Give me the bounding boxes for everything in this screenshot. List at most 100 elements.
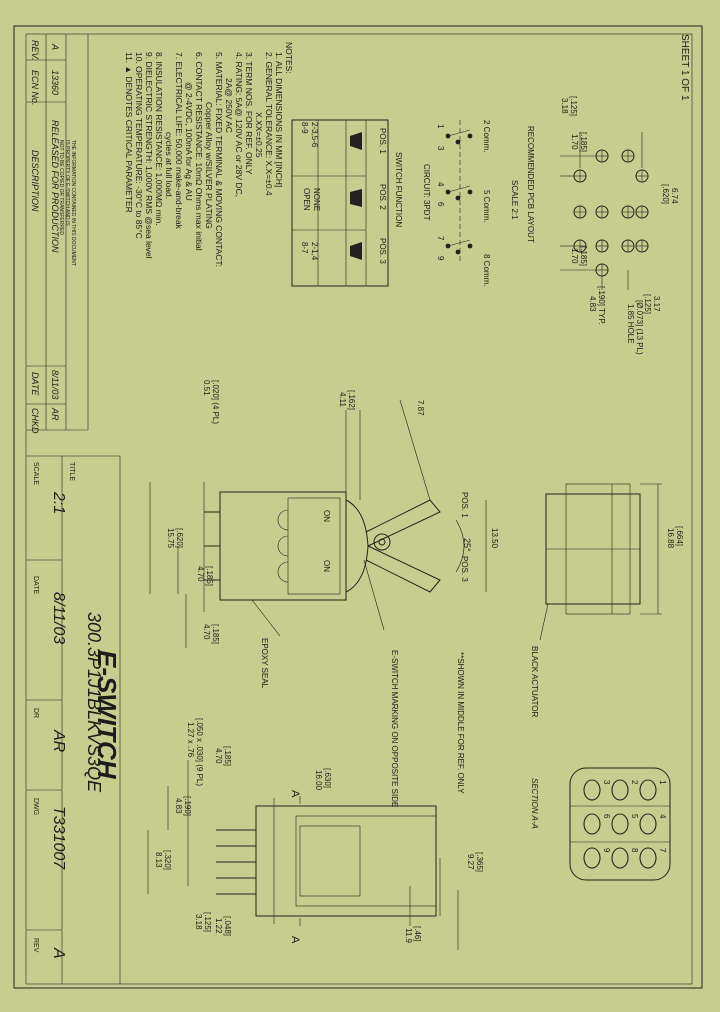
actuator-label: BLACK ACTUATOR	[530, 646, 539, 718]
dim-value: [.050 x .030] (9 PL)	[195, 718, 204, 786]
switch-function-table: POS. 1 POS. 2 POS. 3 2-3,5-6 8-9 NONE OP…	[291, 119, 403, 287]
ecn-value: 13360	[50, 70, 60, 95]
pos3-label: POS. 3	[460, 556, 469, 582]
dim-value: 16.88	[666, 528, 675, 549]
pcb-layout: RECOMMENDED PCB LAYOUT SCALE 2:1 3.18 [.…	[510, 34, 690, 355]
pin-number: 9	[436, 256, 445, 261]
section-pin: 5	[630, 814, 639, 819]
note-line: 2A@ 250V AC	[224, 78, 234, 133]
pin-number: 4	[436, 182, 445, 187]
part-number: 300.3P1J1BLKVS3QE	[84, 612, 104, 793]
dim-value: 4.83	[174, 798, 183, 814]
chkd-header: CHKD	[30, 408, 40, 434]
pin-number: 3	[436, 146, 445, 151]
section-marker-a: A	[289, 936, 301, 944]
dim-value: 1.27 x .76	[186, 722, 195, 758]
dim-value: [.125]	[643, 294, 652, 314]
dim-value: [.190]	[183, 796, 192, 816]
desc-value: RELEASED FOR PRODUCTION	[50, 120, 60, 253]
dim-value: [.365]	[475, 852, 484, 872]
dim-value: 1.22	[214, 918, 223, 934]
note-line: 4. RATING: 5A@ 120V AC or 28V DC,	[234, 52, 244, 197]
dim-value: [.162]	[347, 390, 356, 410]
dim-value: 4.11	[338, 392, 347, 408]
dim-value: [.185]	[223, 746, 232, 766]
rev-value-tb: A	[50, 947, 67, 959]
pcb-title: RECOMMENDED PCB LAYOUT	[526, 126, 535, 243]
epoxy-label: EPOXY SEAL	[260, 638, 269, 689]
notes-heading: NOTES:	[284, 42, 294, 74]
dim-value: 8.13	[154, 852, 163, 868]
note-line: Copper Alloy w/SILVER PLATING	[204, 102, 214, 229]
circuit-title: CIRCUIT: 3PDT	[422, 164, 431, 221]
dim-value: 1.70	[570, 134, 579, 150]
dr-label: DR	[32, 708, 39, 718]
dim-value: [.620]	[661, 184, 670, 204]
dim-value: [Ø.073] (13 PL)	[635, 300, 644, 355]
disclaimer-1: THE INFORMATION CONTAINED IN THIS DOCUME…	[70, 140, 76, 266]
dim-value: 4.70	[202, 624, 211, 640]
note-line: 2. GENERAL TOLERANCE: X.X=±0.4	[264, 52, 274, 196]
pos1-label: POS. 1	[460, 492, 469, 518]
dim-value: [.190] TYP.	[597, 286, 606, 325]
dim-value: 11.9	[404, 928, 413, 944]
note-line: 6. CONTACT RESISTANCE: 10mΩ Ohms max ini…	[194, 52, 204, 251]
chkd-value: AR	[50, 407, 60, 421]
dim-value: [.185]	[211, 624, 220, 644]
dim-value: 9.27	[466, 854, 475, 870]
note-line: 10. OPERATING TEMPERATURE: -30°C to 85°C	[134, 52, 144, 239]
section-pin: 4	[658, 814, 667, 819]
dim-value: 6.74	[670, 188, 679, 204]
table-cell: NONE	[312, 188, 321, 211]
table-cell: 8-9	[300, 122, 309, 134]
rev-label: REV	[32, 938, 39, 953]
comm-label: 8 Comm.	[482, 254, 491, 286]
on-label: ON	[322, 560, 331, 572]
table-cell: 2-3,5-6	[310, 122, 319, 148]
title-block: SCALE DATE DR DWG REV 2:1 8/11/03 AR T33…	[26, 455, 122, 984]
marking-note: E-SWITCH MARKING ON OPPOSITE SIDE	[390, 650, 399, 807]
table-cell: 2-1,4	[310, 242, 319, 261]
top-view: 16.88 [.664] BLACK ACTUATOR **SHOWN IN M…	[390, 483, 684, 807]
disclaimer-3: NOT TO BE COPIED OR TRANSFERRED	[58, 140, 64, 235]
inner-border	[25, 33, 693, 985]
dwg-value: T331007	[50, 806, 67, 870]
dim-value: [.46]	[413, 926, 422, 942]
on-label: ON	[322, 510, 331, 522]
section-pin: 9	[602, 848, 611, 853]
dim-value: 7.87	[416, 400, 425, 416]
section-marker-a: A	[289, 790, 301, 798]
note-line: @ 2-4VDC, 100mA for Ag & AU	[184, 82, 194, 201]
dim-value: [.048]	[223, 916, 232, 936]
table-cell: 8-7	[300, 242, 309, 254]
shown-note: **SHOWN IN MIDDLE FOR REF. ONLY	[456, 652, 465, 794]
note-line: cycles at full load.	[164, 132, 174, 199]
ecn-header: ECN No.	[30, 70, 40, 106]
table-title: SWITCH FUNCTION	[394, 152, 403, 227]
dim-value: 16.00	[314, 770, 323, 791]
dim-value: 13.50	[490, 528, 499, 549]
dim-value: [.185]	[579, 132, 588, 152]
dim-value: 3.17	[652, 296, 661, 312]
dim-value: 1.70	[570, 248, 579, 264]
section-a-a: 1 2 3 4 5 6 7 8 9 SECTION A-A	[530, 767, 671, 881]
note-line: X.XX=±0.25	[254, 112, 264, 158]
note-line: 7. ELECTRICAL LIFE: 50,000 make-and-brea…	[174, 52, 184, 230]
pcb-scale: SCALE 2:1	[510, 180, 519, 220]
desc-header: DESCRIPTION	[30, 150, 40, 212]
pin-number: 6	[436, 202, 445, 207]
dim-value: 3.18	[194, 914, 203, 930]
dim-value: [.125]	[569, 96, 578, 116]
dim-value: [.320]	[163, 850, 172, 870]
date-label: DATE	[32, 576, 39, 594]
notes: NOTES: 1. ALL DIMENSIONS IN MM [INCH] 2.…	[124, 42, 294, 267]
dwg-label: DWG	[32, 798, 39, 815]
angle-value: 25°	[462, 538, 472, 552]
section-pin: 2	[630, 780, 639, 785]
revision-block: REV. ECN No. DESCRIPTION DATE CHKD A 133…	[26, 34, 89, 434]
section-pin: 8	[630, 848, 639, 853]
section-pin: 7	[658, 848, 667, 853]
date-value: 8/11/03	[50, 370, 60, 399]
note-line: 5. MATERIAL: FIXED TERMINAL & MOVING CON…	[214, 52, 224, 267]
pos1-header: POS. 1	[378, 128, 387, 154]
